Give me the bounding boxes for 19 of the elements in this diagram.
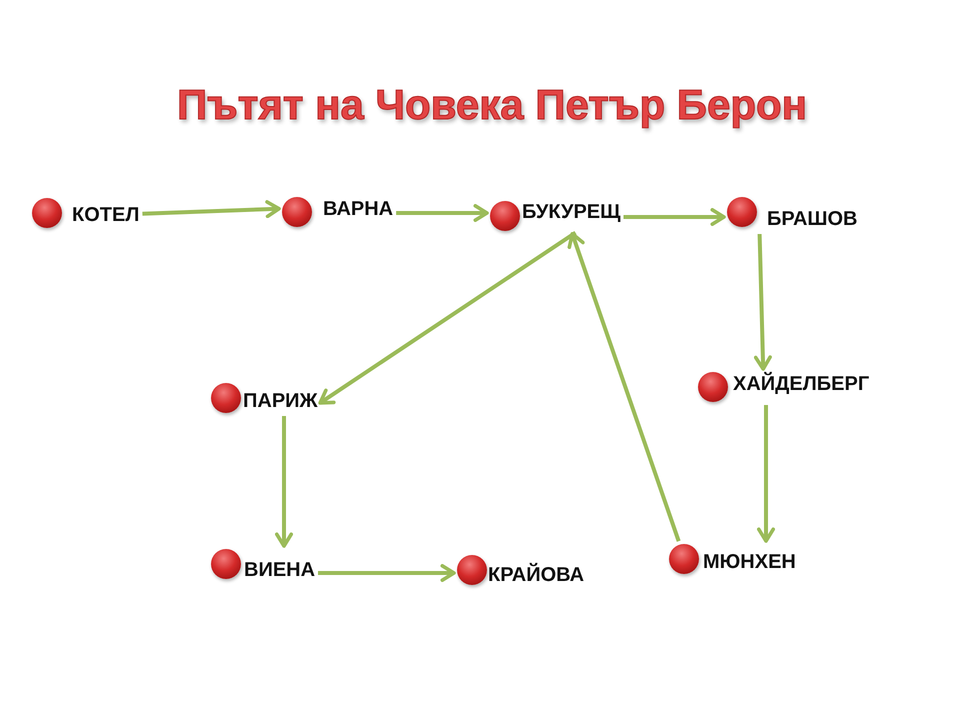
city-label: КОТЕЛ: [72, 204, 140, 227]
city-label: КРАЙОВА: [488, 564, 584, 587]
city-label: БУКУРЕЩ: [522, 201, 621, 224]
city-label: ПАРИЖ: [243, 390, 318, 413]
city-label: МЮНХЕН: [703, 551, 796, 574]
arrow: [757, 405, 775, 543]
city-label: ВАРНА: [323, 198, 394, 221]
arrow: [318, 564, 456, 582]
arrow: [754, 234, 772, 371]
city-label: ХАЙДЕЛБЕРГ: [733, 373, 870, 396]
arrow: [275, 416, 293, 548]
arrow: [624, 208, 726, 226]
city-label: БРАШОВ: [767, 208, 858, 231]
city-label: ВИЕНА: [244, 559, 316, 582]
title: Пътят на Човека Петър Берон: [176, 80, 808, 130]
arrow: [318, 231, 577, 405]
arrow: [396, 204, 489, 222]
arrow: [142, 200, 281, 218]
arrow: [568, 232, 681, 542]
